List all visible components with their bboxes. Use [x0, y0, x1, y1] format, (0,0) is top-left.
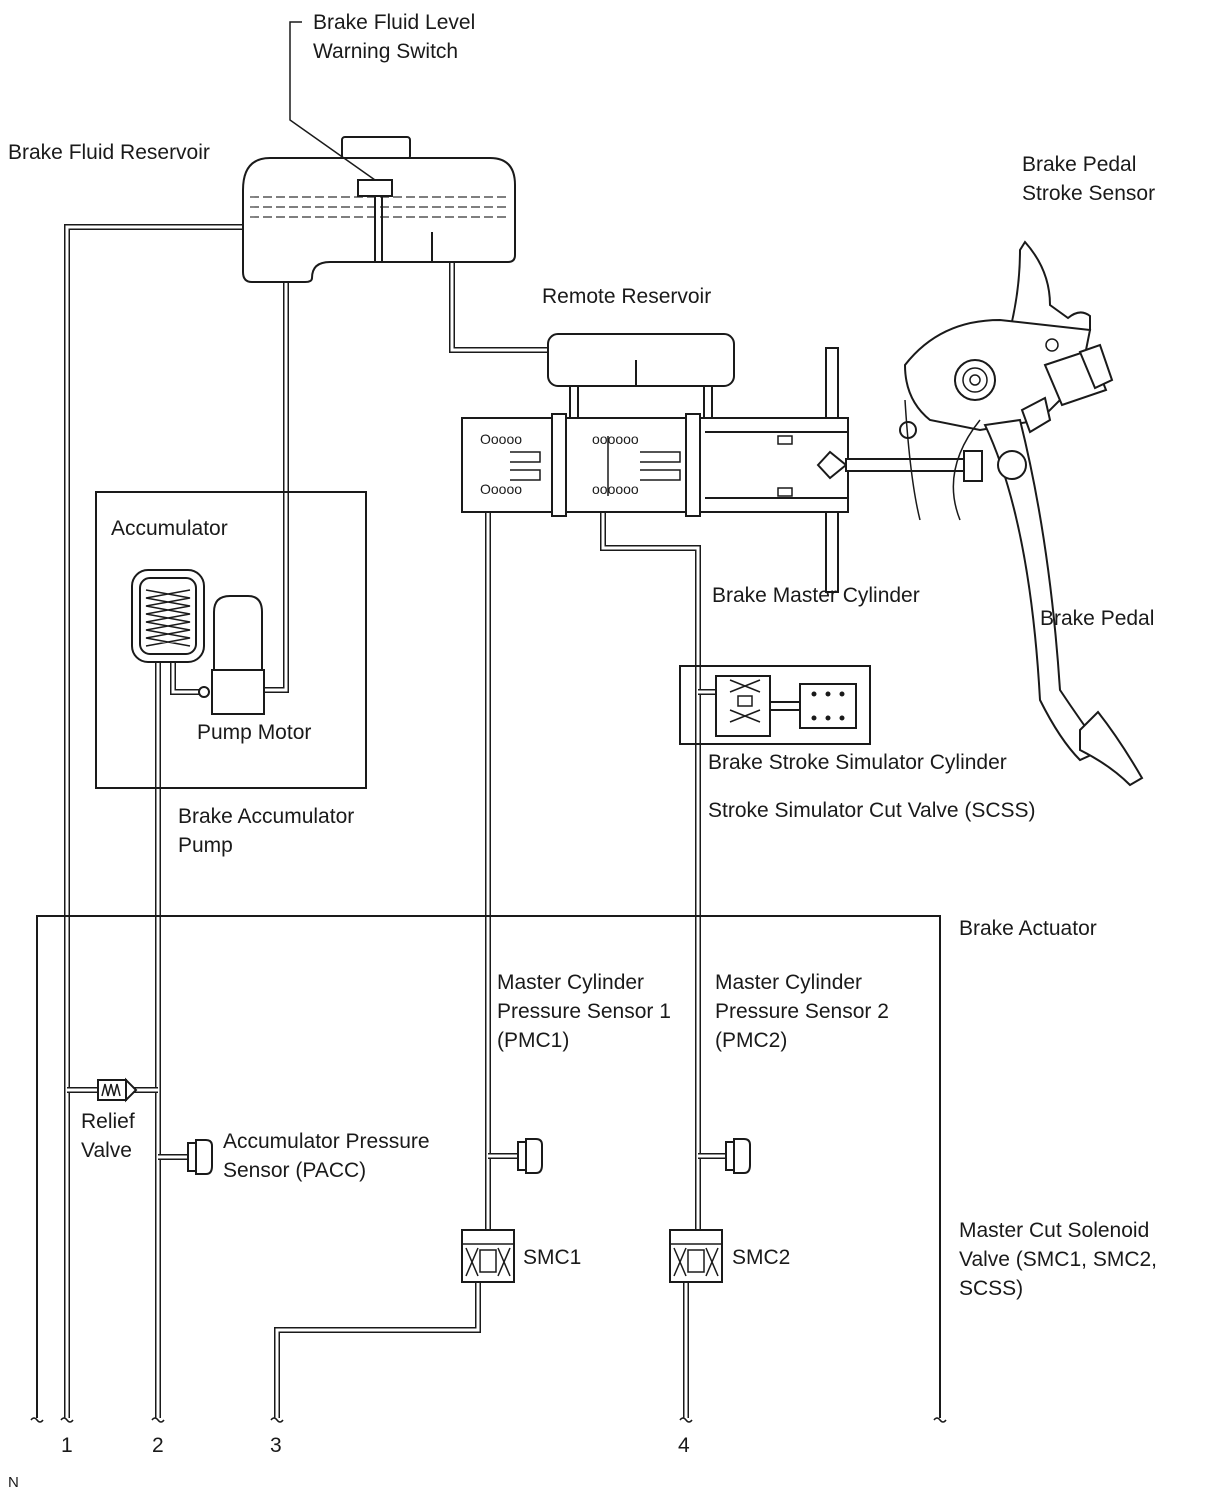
label-brake-actuator: Brake Actuator — [959, 917, 1097, 940]
pacc-sensor-icon — [187, 1139, 213, 1175]
label-brake-pedal-stroke-sensor: Brake Pedal Stroke Sensor — [1022, 153, 1155, 205]
port-label-2: 2 — [152, 1434, 164, 1457]
relief-valve-icon — [97, 1077, 138, 1103]
brake-actuator-outline — [36, 915, 941, 1418]
port-label-4: 4 — [678, 1434, 690, 1457]
port-break-marks — [30, 1417, 947, 1423]
label-smc2: SMC2 — [732, 1246, 790, 1269]
brake-master-cylinder: Ooooo Ooooo oooooo oooooo — [461, 347, 983, 593]
brake-pedal-assembly — [899, 240, 1144, 787]
label-smc1: SMC1 — [523, 1246, 581, 1269]
label-brake-fluid-reservoir: Brake Fluid Reservoir — [8, 141, 210, 164]
corner-mark: N — [8, 1474, 19, 1491]
svg-text:oooooo: oooooo — [592, 481, 639, 497]
label-brake-pedal: Brake Pedal — [1040, 607, 1154, 630]
brake-accumulator-pump-box — [95, 491, 367, 789]
label-stroke-simulator-cut-valve: Stroke Simulator Cut Valve (SCSS) — [708, 799, 1036, 822]
label-pmc1: Master Cylinder Pressure Sensor 1 (PMC1) — [497, 971, 677, 1052]
accumulator — [131, 569, 205, 663]
svg-text:Ooooo: Ooooo — [480, 431, 522, 447]
label-relief-valve: Relief Valve — [81, 1110, 141, 1162]
smc2-valve-icon — [669, 1229, 723, 1283]
pmc1-sensor-icon — [517, 1138, 543, 1174]
label-master-cut-solenoid-valve: Master Cut Solenoid Valve (SMC1, SMC2, S… — [959, 1219, 1163, 1300]
label-pmc2: Master Cylinder Pressure Sensor 2 (PMC2) — [715, 971, 895, 1052]
brake-stroke-simulator-cylinder — [679, 665, 871, 745]
brake-fluid-level-switch-icon — [289, 21, 393, 262]
pump-motor — [198, 595, 265, 715]
label-brake-accumulator-pump: Brake Accumulator Pump — [178, 805, 360, 857]
label-pump-motor: Pump Motor — [197, 721, 311, 744]
smc1-valve-icon — [461, 1229, 515, 1283]
svg-text:Ooooo: Ooooo — [480, 481, 522, 497]
svg-text:oooooo: oooooo — [592, 431, 639, 447]
label-accumulator: Accumulator — [111, 517, 228, 540]
brake-fluid-reservoir — [242, 136, 516, 283]
hydraulic-lines — [64, 224, 728, 1418]
label-brake-fluid-level-warning-switch: Brake Fluid Level Warning Switch — [313, 11, 481, 63]
port-label-1: 1 — [61, 1434, 73, 1457]
label-remote-reservoir: Remote Reservoir — [542, 285, 711, 308]
pmc2-sensor-icon — [725, 1138, 751, 1174]
label-brake-stroke-simulator-cylinder: Brake Stroke Simulator Cylinder — [708, 751, 1007, 774]
port-label-3: 3 — [270, 1434, 282, 1457]
remote-reservoir — [547, 333, 735, 418]
label-pacc: Accumulator Pressure Sensor (PACC) — [223, 1130, 435, 1182]
label-brake-master-cylinder: Brake Master Cylinder — [712, 584, 920, 607]
